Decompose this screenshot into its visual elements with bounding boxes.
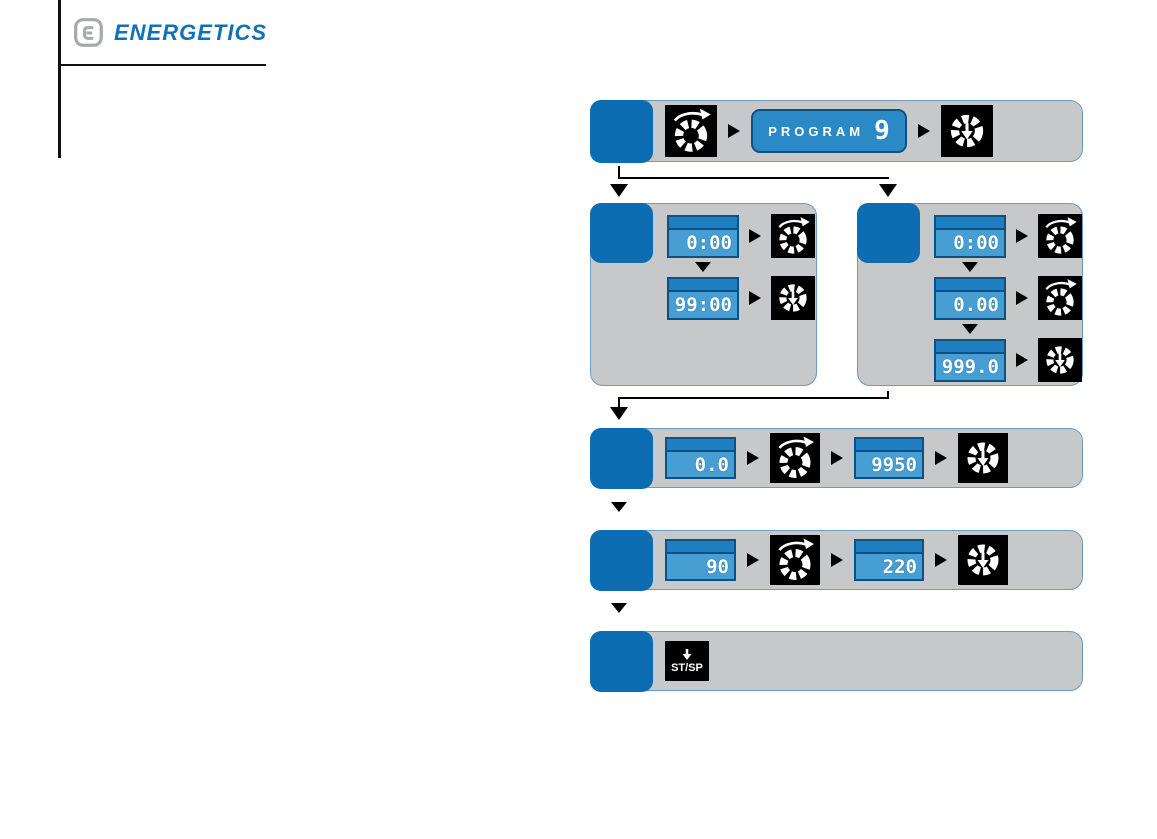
right-arrow-icon (749, 229, 761, 243)
right-arrow-icon (918, 124, 930, 138)
down-arrow-icon (610, 407, 628, 420)
right-arrow-icon (747, 451, 759, 465)
press-knob-icon (941, 105, 993, 157)
lcd-display: 220 (854, 539, 924, 581)
down-arrow-icon (962, 262, 978, 272)
branch-right-marker (857, 203, 920, 263)
right-arrow-icon (935, 451, 947, 465)
down-arrow-icon (695, 262, 711, 272)
setting-row: 0:00 (934, 214, 1082, 258)
start-stop-label: ST/SP (671, 662, 703, 674)
program-display-value: 9 (874, 116, 890, 146)
down-arrow-icon (610, 184, 628, 197)
setting-row: 0.00 (934, 276, 1082, 320)
brand-name: ENERGETICS (114, 20, 268, 45)
press-knob-icon (958, 433, 1008, 483)
lcd-display: 99:00 (667, 276, 739, 320)
connector-line (887, 391, 889, 399)
rotate-knob-icon (665, 105, 717, 157)
step1-marker (590, 100, 653, 163)
lcd-value: 999.0 (941, 355, 999, 378)
right-arrow-icon (1016, 353, 1028, 367)
branch-right-panel: 0:00 0.00 (857, 203, 1083, 386)
brand-logo: ENERGETICS (73, 17, 267, 49)
step4-panel: 90 220 (590, 530, 1083, 591)
lcd-value: 0.0 (694, 453, 729, 476)
energetics-logo-icon (74, 18, 103, 47)
rotate-knob-icon (770, 535, 820, 585)
connector-line (618, 399, 620, 408)
step3-marker (590, 428, 653, 489)
step1-panel: PROGRAM 9 (590, 100, 1083, 163)
connector-line (618, 166, 620, 179)
lcd-display: 0:00 (934, 214, 1006, 258)
lcd-display: 0.00 (934, 276, 1006, 320)
lcd-display: 0.0 (665, 437, 736, 479)
rotate-knob-icon (771, 214, 815, 258)
right-arrow-icon (935, 553, 947, 567)
rotate-knob-icon (1038, 276, 1082, 320)
right-arrow-icon (1016, 229, 1028, 243)
rotate-knob-icon (1038, 214, 1082, 258)
right-arrow-icon (831, 553, 843, 567)
press-knob-icon (1038, 338, 1082, 382)
step5-panel: ST/SP (590, 631, 1083, 692)
step4-marker (590, 530, 653, 591)
setting-row: 999.0 (934, 338, 1082, 382)
lcd-value: 99:00 (674, 293, 732, 316)
connector-line (618, 177, 889, 179)
lcd-value: 9950 (871, 453, 917, 476)
connector-line (618, 397, 889, 399)
right-arrow-icon (728, 124, 740, 138)
lcd-display: 90 (665, 539, 736, 581)
setting-row: 0:00 (667, 214, 815, 258)
lcd-display: 0:00 (667, 214, 739, 258)
step3-panel: 0.0 9950 (590, 428, 1083, 489)
down-arrow-icon (962, 324, 978, 334)
lcd-value: 220 (882, 555, 917, 578)
branch-left-marker (590, 203, 653, 263)
press-knob-icon (771, 276, 815, 320)
rotate-knob-icon (770, 433, 820, 483)
right-arrow-icon (831, 451, 843, 465)
lcd-value: 0.00 (953, 293, 999, 316)
step5-marker (590, 631, 653, 692)
start-stop-button-icon: ST/SP (665, 641, 709, 681)
lcd-value: 0:00 (686, 231, 732, 254)
down-arrow-icon (682, 649, 692, 660)
press-knob-icon (958, 535, 1008, 585)
branch-left-panel: 0:00 99:00 (590, 203, 817, 386)
down-arrow-icon (611, 502, 627, 512)
setting-row: 99:00 (667, 276, 815, 320)
lcd-display: 999.0 (934, 338, 1006, 382)
header-rule (58, 64, 266, 66)
down-arrow-icon (611, 603, 627, 613)
program-display-label: PROGRAM (768, 123, 865, 139)
lcd-value: 90 (706, 555, 729, 578)
lcd-value: 0:00 (953, 231, 999, 254)
right-arrow-icon (1016, 291, 1028, 305)
program-display: PROGRAM 9 (751, 109, 907, 153)
lcd-display: 9950 (854, 437, 924, 479)
right-arrow-icon (747, 553, 759, 567)
left-margin-rule (58, 0, 61, 158)
down-arrow-icon (879, 184, 897, 197)
right-arrow-icon (749, 291, 761, 305)
